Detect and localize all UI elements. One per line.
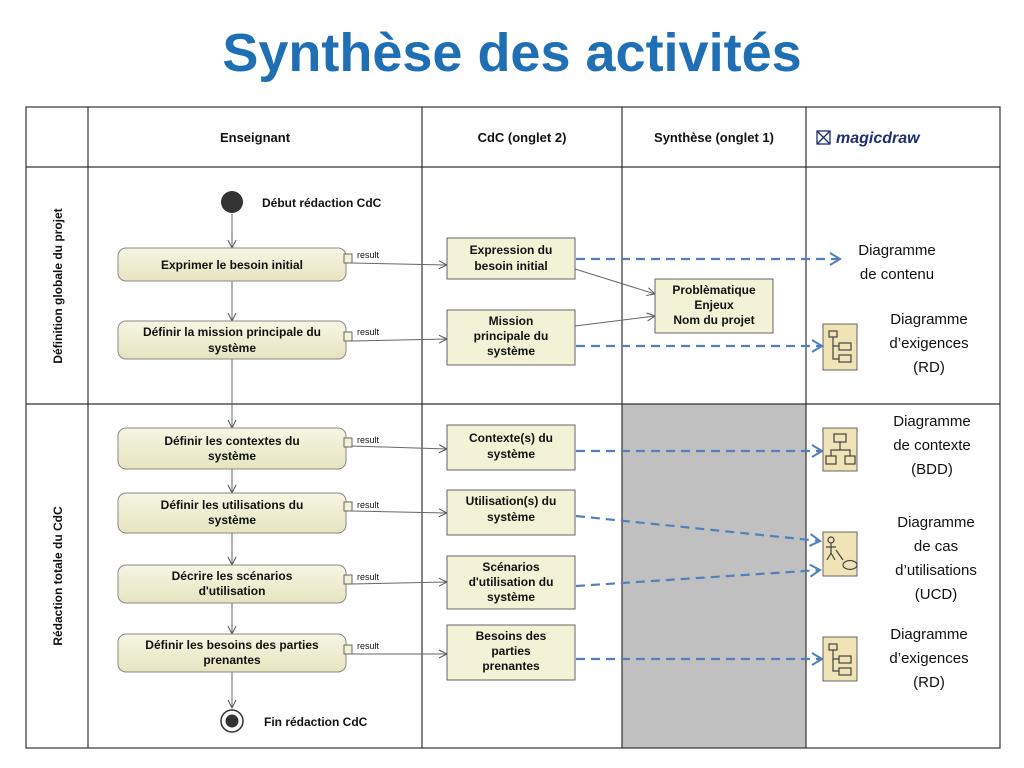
activity-1: Exprimer le besoin initial: [117, 247, 347, 282]
result-label-2: result: [357, 327, 380, 337]
start-label: Début rédaction CdC: [262, 196, 382, 210]
final-node: [220, 709, 244, 733]
magicdraw-logo-icon: [816, 130, 831, 145]
end-label: Fin rédaction CdC: [264, 715, 368, 729]
column-header-synthese: Synthèse (onglet 1): [654, 130, 774, 145]
column-header-enseignant: Enseignant: [220, 130, 291, 145]
magicdraw-logo: magicdraw: [816, 130, 921, 147]
lane-label-redaction: Rédaction totale du CdC: [51, 506, 65, 646]
column-header-cdc: CdC (onglet 2): [478, 130, 567, 145]
result-label-6: result: [357, 641, 380, 651]
activity-1-label: Exprimer le besoin initial: [161, 258, 303, 272]
block-definition-icon: [822, 427, 858, 472]
result-label-3: result: [357, 435, 380, 445]
requirements-icon: [822, 323, 858, 371]
object-flows: [351, 263, 655, 654]
swimlane-grid: [25, 106, 1001, 749]
use-case-icon: [822, 531, 858, 577]
result-label-1: result: [357, 250, 380, 260]
dashed-trace-arrows: [575, 252, 842, 666]
page-title: Synthèse des activités: [222, 23, 802, 83]
magicdraw-logo-text: magicdraw: [836, 130, 921, 147]
output-pins: [343, 253, 353, 655]
result-label-5: result: [357, 572, 380, 582]
lane-label-definition: Définition globale du projet: [51, 208, 65, 363]
result-label-4: result: [357, 500, 380, 510]
requirements-icon: [822, 636, 858, 682]
initial-node: [221, 191, 243, 213]
